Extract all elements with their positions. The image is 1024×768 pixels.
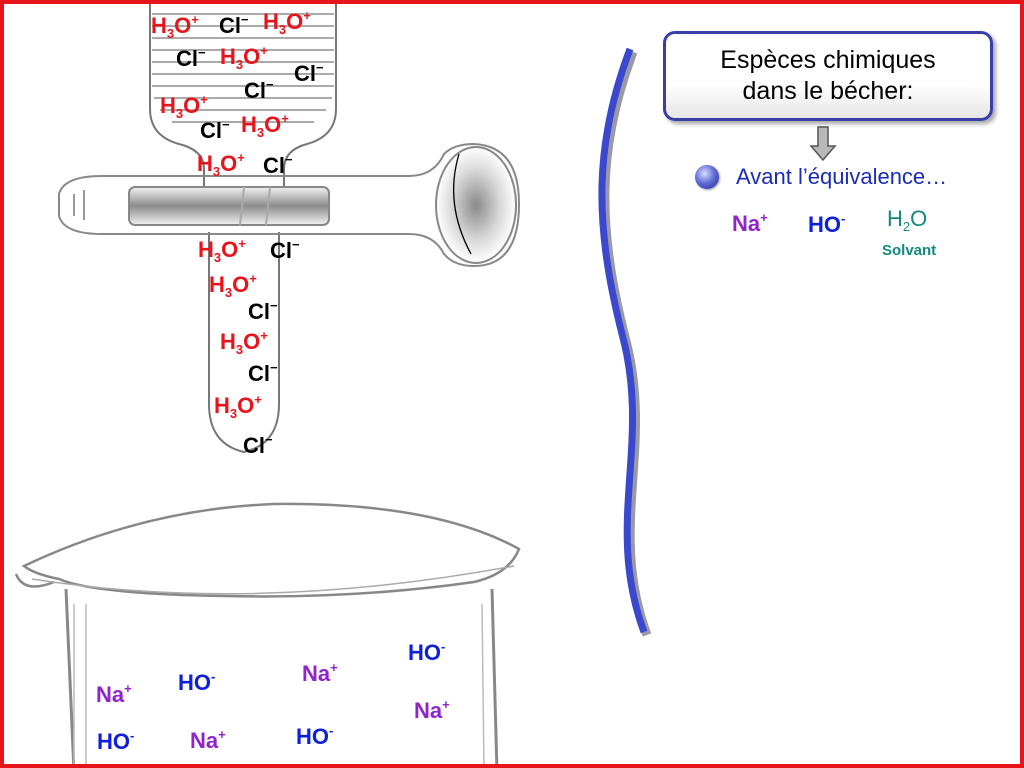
burette-chloride: Cl− xyxy=(243,432,273,458)
beaker-hydroxide: HO- xyxy=(296,723,334,749)
title-box: Espèces chimiques dans le bécher: xyxy=(663,31,993,121)
arrow-down-icon xyxy=(809,126,837,162)
panel-species-sodium: Na+ xyxy=(732,210,768,236)
beaker-sodium: Na+ xyxy=(190,727,226,753)
burette-image xyxy=(58,4,521,454)
beaker-sodium: Na+ xyxy=(96,681,132,707)
title-line-1: Espèces chimiques xyxy=(720,46,936,74)
solvent-label: Solvant xyxy=(882,242,937,259)
burette-chloride: Cl− xyxy=(176,45,206,71)
burette-hydronium: H3O+ xyxy=(151,12,199,41)
burette-hydronium: H3O+ xyxy=(220,43,268,72)
burette-chloride: Cl− xyxy=(263,152,293,178)
beaker-hydroxide: HO- xyxy=(408,639,446,665)
burette-hydronium: H3O+ xyxy=(220,328,268,357)
burette-hydronium: H3O+ xyxy=(197,150,245,179)
burette-hydronium: H3O+ xyxy=(214,392,262,421)
panel-species-hydroxide: HO- xyxy=(808,211,846,237)
burette-chloride: Cl− xyxy=(219,12,249,38)
burette-hydronium: H3O+ xyxy=(198,236,246,265)
drawing-layer xyxy=(14,4,837,764)
burette-chloride: Cl− xyxy=(294,60,324,86)
burette-hydronium: H3O+ xyxy=(160,92,208,121)
panel-species-water: H2O xyxy=(887,206,928,234)
beaker-hydroxide: HO- xyxy=(97,728,135,754)
beaker-image xyxy=(14,502,521,764)
title-line-2: dans le bécher: xyxy=(742,77,914,105)
burette-chloride: Cl− xyxy=(200,117,230,143)
beaker-sodium: Na+ xyxy=(414,697,450,723)
burette-chloride: Cl− xyxy=(248,360,278,386)
burette-hydronium: H3O+ xyxy=(263,8,311,37)
burette-hydronium: H3O+ xyxy=(209,271,257,300)
burette-chloride: Cl− xyxy=(248,298,278,324)
burette-hydronium: H3O+ xyxy=(241,111,289,140)
beaker-hydroxide: HO- xyxy=(178,669,216,695)
burette-chloride: Cl− xyxy=(244,77,274,103)
bullet-sphere-icon xyxy=(695,165,719,189)
bullet-text: Avant l’équivalence… xyxy=(736,164,948,189)
burette-chloride: Cl− xyxy=(270,237,300,263)
wave-divider-line xyxy=(598,47,648,634)
beaker-sodium: Na+ xyxy=(302,660,338,686)
